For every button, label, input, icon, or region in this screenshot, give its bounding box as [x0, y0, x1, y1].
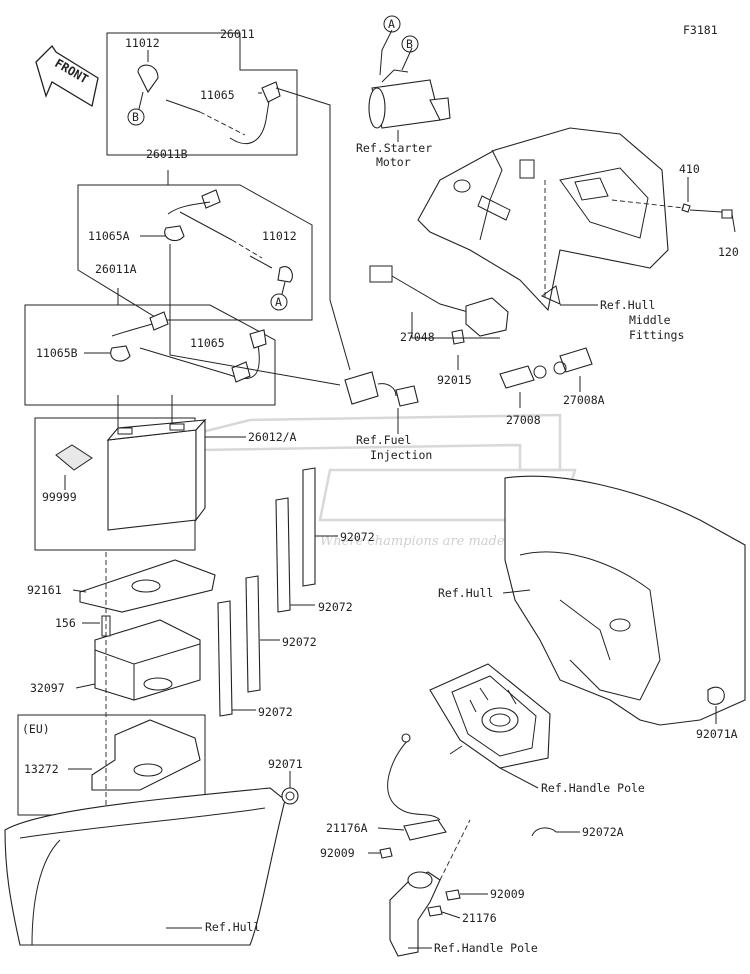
screw-92009-1 — [379, 847, 393, 859]
callout-26011: 26011 — [220, 27, 255, 41]
callout-11012: 11012 — [125, 36, 160, 50]
ref-starter-motor-1: Ref.Starter — [356, 141, 432, 155]
callout-92072-3: 92072 — [282, 635, 317, 649]
clamp-21176a — [403, 819, 447, 841]
ref-fuel-injection-1: Ref.Fuel — [356, 433, 411, 447]
watermark-logo: Where champions are made — [187, 413, 577, 549]
callout-99999: 99999 — [42, 490, 77, 504]
callout-120: 120 — [718, 245, 739, 259]
callout-92009-2: 92009 — [490, 887, 525, 901]
ref-hull-bottom: Ref.Hull — [205, 920, 260, 934]
callout-eu: (EU) — [22, 722, 50, 736]
callout-26011a: 26011A — [95, 262, 137, 276]
ref-fuel-injection-2: Injection — [370, 448, 432, 462]
callout-11065: 11065 — [200, 88, 235, 102]
fuel-injection-connector — [344, 371, 419, 434]
handle-pole-lower — [389, 819, 471, 957]
ref-hull-middle-1: Ref.Hull — [600, 298, 655, 312]
callout-156: 156 — [55, 616, 76, 630]
callout-92015: 92015 — [437, 373, 472, 387]
letter-a-2: A — [388, 17, 395, 31]
ref-handle-pole-1: Ref.Handle Pole — [541, 781, 645, 795]
callout-92009-1: 92009 — [320, 846, 355, 860]
key-fob-27008 — [499, 365, 547, 408]
callout-92072a: 92072A — [582, 825, 624, 839]
battery-label-sheet-icon — [55, 444, 93, 471]
key-receiver — [369, 265, 509, 370]
callout-11012-b: 11012 — [262, 229, 297, 243]
watermark-tagline: Where champions are made — [320, 534, 505, 549]
callout-92071: 92071 — [268, 757, 303, 771]
hull-middle-fittings — [417, 127, 736, 312]
ref-handle-pole-2: Ref.Handle Pole — [434, 941, 538, 955]
callout-26012a: 26012/A — [248, 430, 297, 444]
callout-13272: 13272 — [24, 762, 59, 776]
callout-92072-1: 92072 — [340, 530, 375, 544]
terminal-cap-b-icon — [137, 64, 159, 94]
callout-92071a: 92071A — [696, 727, 738, 741]
clip-92072a — [531, 827, 557, 837]
figure-code: F3181 — [683, 23, 718, 37]
battery-box — [34, 395, 207, 551]
key-fob-27008a — [553, 347, 593, 392]
battery-straps — [217, 467, 316, 717]
callout-410: 410 — [679, 162, 700, 176]
callout-26011b: 26011B — [146, 147, 188, 161]
cable-26011b-box — [77, 170, 313, 321]
ref-starter-motor-2: Motor — [376, 155, 411, 169]
callout-27048: 27048 — [400, 330, 435, 344]
front-arrow-icon: FRONT — [35, 44, 99, 108]
callout-11065b: 11065B — [36, 346, 78, 360]
callout-92161: 92161 — [27, 583, 62, 597]
callout-11065a: 11065A — [88, 229, 130, 243]
callout-21176a: 21176A — [326, 821, 368, 835]
cable-26011a-box — [24, 288, 276, 406]
cable-26011-box — [106, 32, 298, 156]
hull-bottom — [4, 771, 299, 946]
letter-b-1: B — [132, 110, 139, 124]
callout-11065-b: 11065 — [190, 336, 225, 350]
callout-21176: 21176 — [462, 911, 497, 925]
callout-32097: 32097 — [30, 681, 65, 695]
handle-pole-plate — [387, 663, 551, 821]
callout-27008: 27008 — [506, 413, 541, 427]
ref-hull-right: Ref.Hull — [438, 586, 493, 600]
ref-hull-middle-2: Middle — [629, 313, 671, 327]
callout-27008a: 27008A — [563, 393, 605, 407]
hull-right — [504, 475, 746, 726]
letter-b-2: B — [406, 37, 413, 51]
ref-hull-middle-3: Fittings — [629, 328, 684, 342]
callout-92072-2: 92072 — [318, 600, 353, 614]
starter-motor — [368, 29, 451, 129]
letter-a-1: A — [275, 295, 282, 309]
callout-92072-4: 92072 — [258, 705, 293, 719]
